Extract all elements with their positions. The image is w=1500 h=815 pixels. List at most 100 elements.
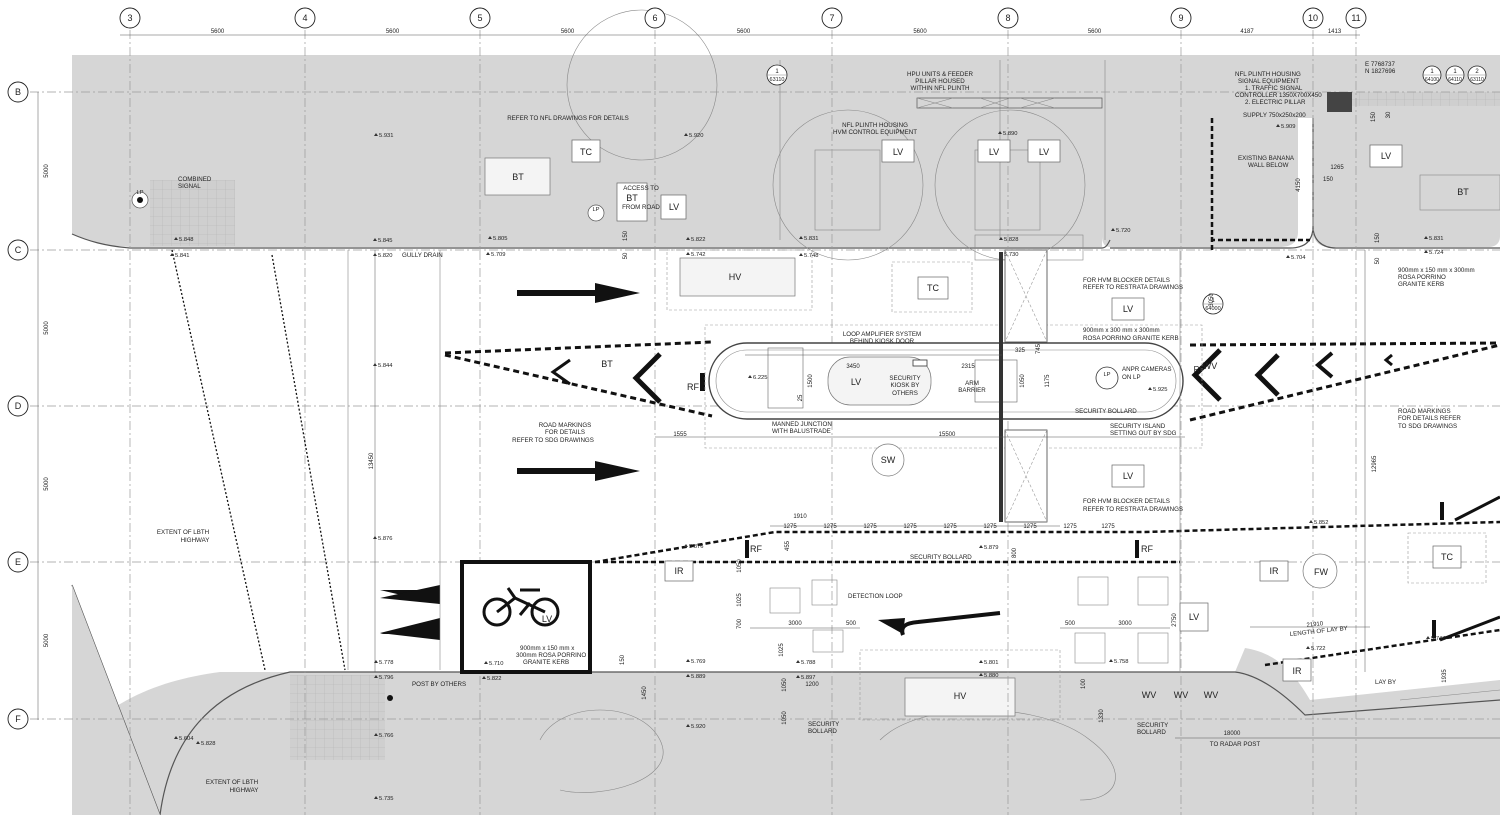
spot-level: 5.801 bbox=[984, 660, 999, 666]
equipment-label: LV bbox=[1189, 612, 1199, 622]
grid-bubble bbox=[119, 7, 141, 29]
spot-level: 5.897 bbox=[801, 675, 816, 681]
note: FROM ROAD bbox=[622, 204, 660, 211]
level-marker-icon bbox=[979, 545, 983, 548]
spot-level: 5.879 bbox=[984, 545, 999, 551]
security-island bbox=[708, 342, 1184, 420]
grid-spacing-label: 5600 bbox=[211, 29, 225, 35]
grid-spacing-label: 5600 bbox=[913, 29, 927, 35]
equipment-label: LP bbox=[1103, 372, 1110, 378]
left-wedge bbox=[72, 585, 160, 815]
level-marker-icon bbox=[1286, 255, 1290, 258]
level-marker-icon bbox=[999, 237, 1003, 240]
equipment-label: RF bbox=[1194, 365, 1205, 374]
spot-level: 5.704 bbox=[1291, 255, 1306, 261]
level-marker-icon bbox=[374, 796, 378, 799]
note: EXISTING BANANA bbox=[1238, 155, 1295, 162]
level-marker-icon bbox=[686, 674, 690, 677]
dimension: 100 bbox=[1081, 678, 1087, 689]
grid-bubble bbox=[469, 7, 491, 29]
level-marker-icon bbox=[1309, 520, 1313, 523]
note: CONTROLLER 1350X700X450 bbox=[1235, 92, 1322, 99]
section-ref-bottom: 64100 bbox=[1425, 77, 1439, 83]
dimension: 500 bbox=[1065, 621, 1076, 627]
note: 300mm ROSA PORRINO bbox=[516, 652, 586, 659]
spot-level: 5.720 bbox=[1116, 228, 1131, 234]
grid-column-label: 6 bbox=[652, 13, 657, 23]
grid-bubble bbox=[7, 708, 29, 730]
grid-bubble bbox=[7, 239, 29, 261]
dimension: 1175 bbox=[1045, 374, 1051, 388]
dimension: 150 bbox=[620, 654, 626, 665]
equipment-label: LP bbox=[592, 207, 599, 213]
spot-level: 5.925 bbox=[1153, 387, 1168, 393]
grid-row-label: D bbox=[15, 401, 22, 411]
level-marker-icon bbox=[999, 252, 1003, 255]
level-marker-icon bbox=[979, 673, 983, 676]
note: REFER TO SDG DRAWINGS bbox=[512, 437, 594, 444]
grid-column-label: 5 bbox=[477, 13, 482, 23]
spot-level: 5.931 bbox=[379, 133, 394, 139]
level-marker-icon bbox=[174, 736, 178, 739]
dimension: 3450 bbox=[846, 364, 860, 370]
level-marker-icon bbox=[374, 660, 378, 663]
grid-spacing-label: 1413 bbox=[1328, 29, 1342, 35]
grid-spacing-label: 5000 bbox=[44, 321, 50, 335]
equipment-label: LV bbox=[1381, 151, 1391, 161]
section-ref-bottom: 63110 bbox=[1470, 77, 1484, 83]
note: PILLAR HOUSED bbox=[915, 78, 965, 85]
note: ANPR CAMERAS bbox=[1122, 366, 1172, 373]
grid-column-label: 7 bbox=[829, 13, 834, 23]
level-marker-icon bbox=[684, 544, 688, 547]
dimension: 2315 bbox=[961, 364, 975, 370]
equipment-label: LV bbox=[1123, 471, 1133, 481]
note: REFER TO NFL DRAWINGS FOR DETAILS bbox=[507, 115, 629, 122]
dimension: 21910 bbox=[1306, 621, 1324, 629]
dimension: 1275 bbox=[823, 524, 837, 530]
level-marker-icon bbox=[799, 236, 803, 239]
note: 900mm x 150 mm x bbox=[520, 645, 575, 652]
note: N 1827696 bbox=[1365, 68, 1396, 75]
level-marker-icon bbox=[748, 375, 752, 378]
dimension: 50 bbox=[1375, 257, 1381, 264]
hatched-area-top-left bbox=[150, 180, 235, 246]
lane-taper-right-top bbox=[1189, 341, 1500, 347]
note: POST BY OTHERS bbox=[412, 681, 466, 688]
grid-spacing-label: 5600 bbox=[1088, 29, 1102, 35]
dimension: 150 bbox=[623, 230, 629, 241]
dimension: 1275 bbox=[863, 524, 877, 530]
section-ref-bottom: 64000 bbox=[1205, 306, 1220, 312]
note: NFL PLINTH HOUSING bbox=[1235, 71, 1301, 78]
note: FOR HVM BLOCKER DETAILS bbox=[1083, 277, 1170, 284]
equipment-label: IR bbox=[1293, 666, 1303, 676]
spot-level: 5.742 bbox=[691, 252, 706, 258]
top-right-strip bbox=[1345, 92, 1500, 106]
top-pavement bbox=[72, 55, 1500, 247]
dimension: 1025 bbox=[737, 593, 743, 607]
level-marker-icon bbox=[373, 536, 377, 539]
grid-spacing-label: 5000 bbox=[44, 477, 50, 491]
level-marker-icon bbox=[979, 660, 983, 663]
note: REFER TO RESTRATA DRAWINGS bbox=[1083, 284, 1183, 291]
dimension: 1050 bbox=[1020, 374, 1026, 388]
grid-spacing-label: 5600 bbox=[386, 29, 400, 35]
level-marker-icon bbox=[684, 133, 688, 136]
dimension: 3000 bbox=[788, 621, 802, 627]
note: LAY BY bbox=[1375, 679, 1396, 686]
level-marker-icon bbox=[196, 741, 200, 744]
spot-level: 6.225 bbox=[753, 375, 768, 381]
bottom-pavement bbox=[72, 648, 1500, 815]
equipment-label: BT bbox=[1457, 187, 1469, 197]
note: 900mm x 300 mm x 300mm bbox=[1083, 327, 1160, 334]
note: NFL PLINTH HOUSING bbox=[842, 122, 908, 129]
level-marker-icon bbox=[1109, 659, 1113, 662]
section-ref-top: 1 bbox=[775, 69, 779, 75]
note: 1. TRAFFIC SIGNAL bbox=[1245, 85, 1303, 92]
bottom-kerb-line bbox=[159, 671, 1500, 815]
level-marker-icon bbox=[686, 659, 690, 662]
spot-level: 5.722 bbox=[1311, 646, 1326, 652]
spot-level: 5.604 bbox=[179, 736, 194, 742]
spot-level: 5.778 bbox=[379, 660, 394, 666]
grid-row-label: E bbox=[15, 557, 21, 567]
note: HPU UNITS & FEEDER bbox=[907, 71, 974, 78]
